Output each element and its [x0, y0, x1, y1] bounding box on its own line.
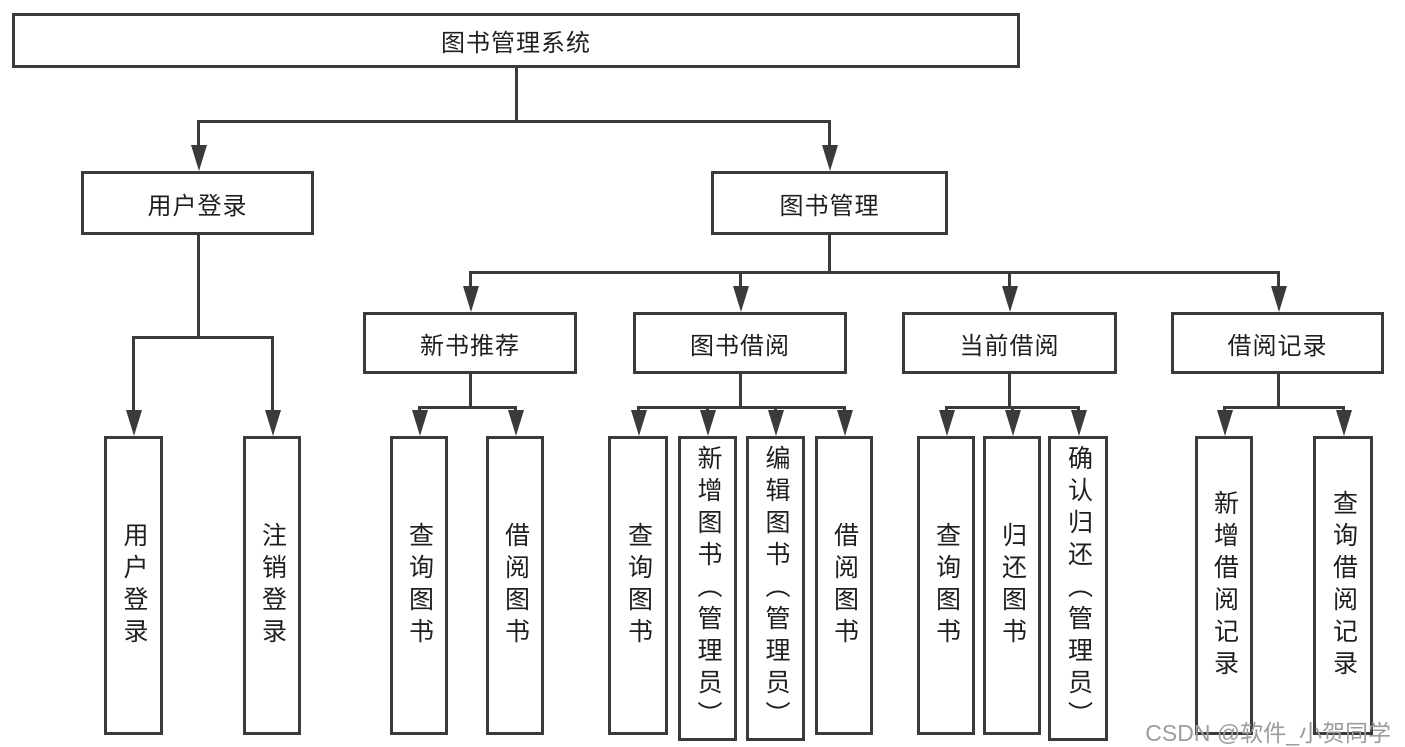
arrow-down-icon — [462, 271, 479, 312]
arrow-down-icon — [767, 406, 784, 436]
node-root: 图书管理系统 — [12, 13, 1020, 68]
node-current-borrow: 当前借阅 — [902, 312, 1117, 374]
arrow-down-icon — [1335, 406, 1352, 436]
leaf-current-query-books: 查询图书 — [917, 436, 975, 735]
arrow-down-icon — [1001, 271, 1018, 312]
connector-recommend-stem — [469, 374, 472, 408]
arrow-down-icon — [1004, 406, 1021, 436]
arrow-down-icon — [630, 406, 647, 436]
node-book-borrow: 图书借阅 — [633, 312, 847, 374]
connector-borrow-rail — [637, 406, 845, 409]
arrow-down-icon — [821, 120, 838, 171]
arrow-down-icon — [836, 406, 853, 436]
arrow-down-icon — [264, 336, 281, 436]
leaf-add-borrow-record: 新增借阅记录 — [1195, 436, 1253, 735]
leaf-borrow-query-books: 查询图书 — [608, 436, 668, 735]
connector-login-stem — [197, 235, 200, 338]
connector-recommend-rail — [418, 406, 517, 409]
arrow-down-icon — [699, 406, 716, 436]
connector-l3-rail — [469, 271, 1279, 274]
node-book-management: 图书管理 — [711, 171, 948, 235]
connector-login-rail — [133, 336, 273, 339]
leaf-user-login: 用户登录 — [104, 436, 163, 735]
leaf-borrow-books: 借阅图书 — [815, 436, 873, 735]
leaf-add-books-admin: 新增图书（管理员） — [678, 436, 737, 741]
csdn-watermark: CSDN @软件_小贺同学 — [1145, 720, 1391, 746]
connector-records-rail — [1223, 406, 1344, 409]
connector-l2-rail — [197, 120, 831, 123]
arrow-down-icon — [732, 271, 749, 312]
leaf-return-books: 归还图书 — [983, 436, 1041, 735]
connector-current-stem — [1008, 374, 1011, 408]
leaf-query-borrow-record: 查询借阅记录 — [1313, 436, 1373, 735]
connector-root-stem — [515, 68, 518, 122]
arrow-down-icon — [1270, 271, 1287, 312]
connector-management-stem — [828, 235, 831, 273]
arrow-down-icon — [938, 406, 955, 436]
arrow-down-icon — [411, 406, 428, 436]
node-new-book-recommend: 新书推荐 — [363, 312, 577, 374]
leaf-logout: 注销登录 — [243, 436, 301, 735]
node-user-login: 用户登录 — [81, 171, 314, 235]
arrow-down-icon — [507, 406, 524, 436]
leaf-recommend-query-books: 查询图书 — [390, 436, 448, 735]
arrow-down-icon — [1070, 406, 1087, 436]
arrow-down-icon — [190, 120, 207, 171]
leaf-recommend-borrow-books: 借阅图书 — [486, 436, 544, 735]
leaf-confirm-return-admin: 确认归还（管理员） — [1048, 436, 1108, 741]
leaf-edit-books-admin: 编辑图书（管理员） — [746, 436, 805, 741]
connector-records-stem — [1277, 374, 1280, 408]
node-borrow-records: 借阅记录 — [1171, 312, 1384, 374]
arrow-down-icon — [1216, 406, 1233, 436]
arrow-down-icon — [125, 336, 142, 436]
connector-borrow-stem — [739, 374, 742, 408]
